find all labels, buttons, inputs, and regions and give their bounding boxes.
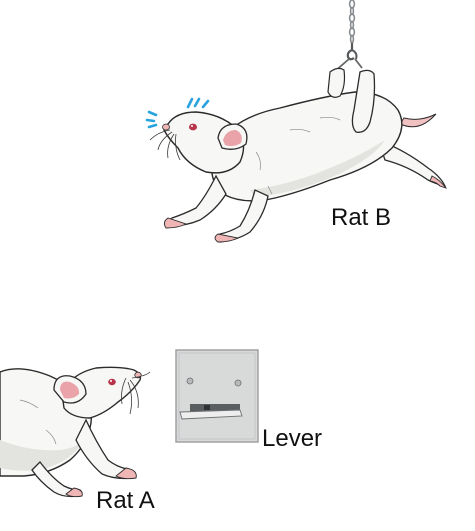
lever-label: Lever (262, 425, 323, 452)
rat-a-label: Rat A (96, 487, 155, 514)
stress-marks-icon (145, 97, 210, 129)
chain-hook-icon (333, 0, 363, 73)
rat-b-label: Rat B (331, 204, 392, 231)
rat-b-illustration (149, 67, 448, 243)
lever-panel-icon (175, 349, 259, 443)
rat-a-illustration (0, 366, 151, 498)
